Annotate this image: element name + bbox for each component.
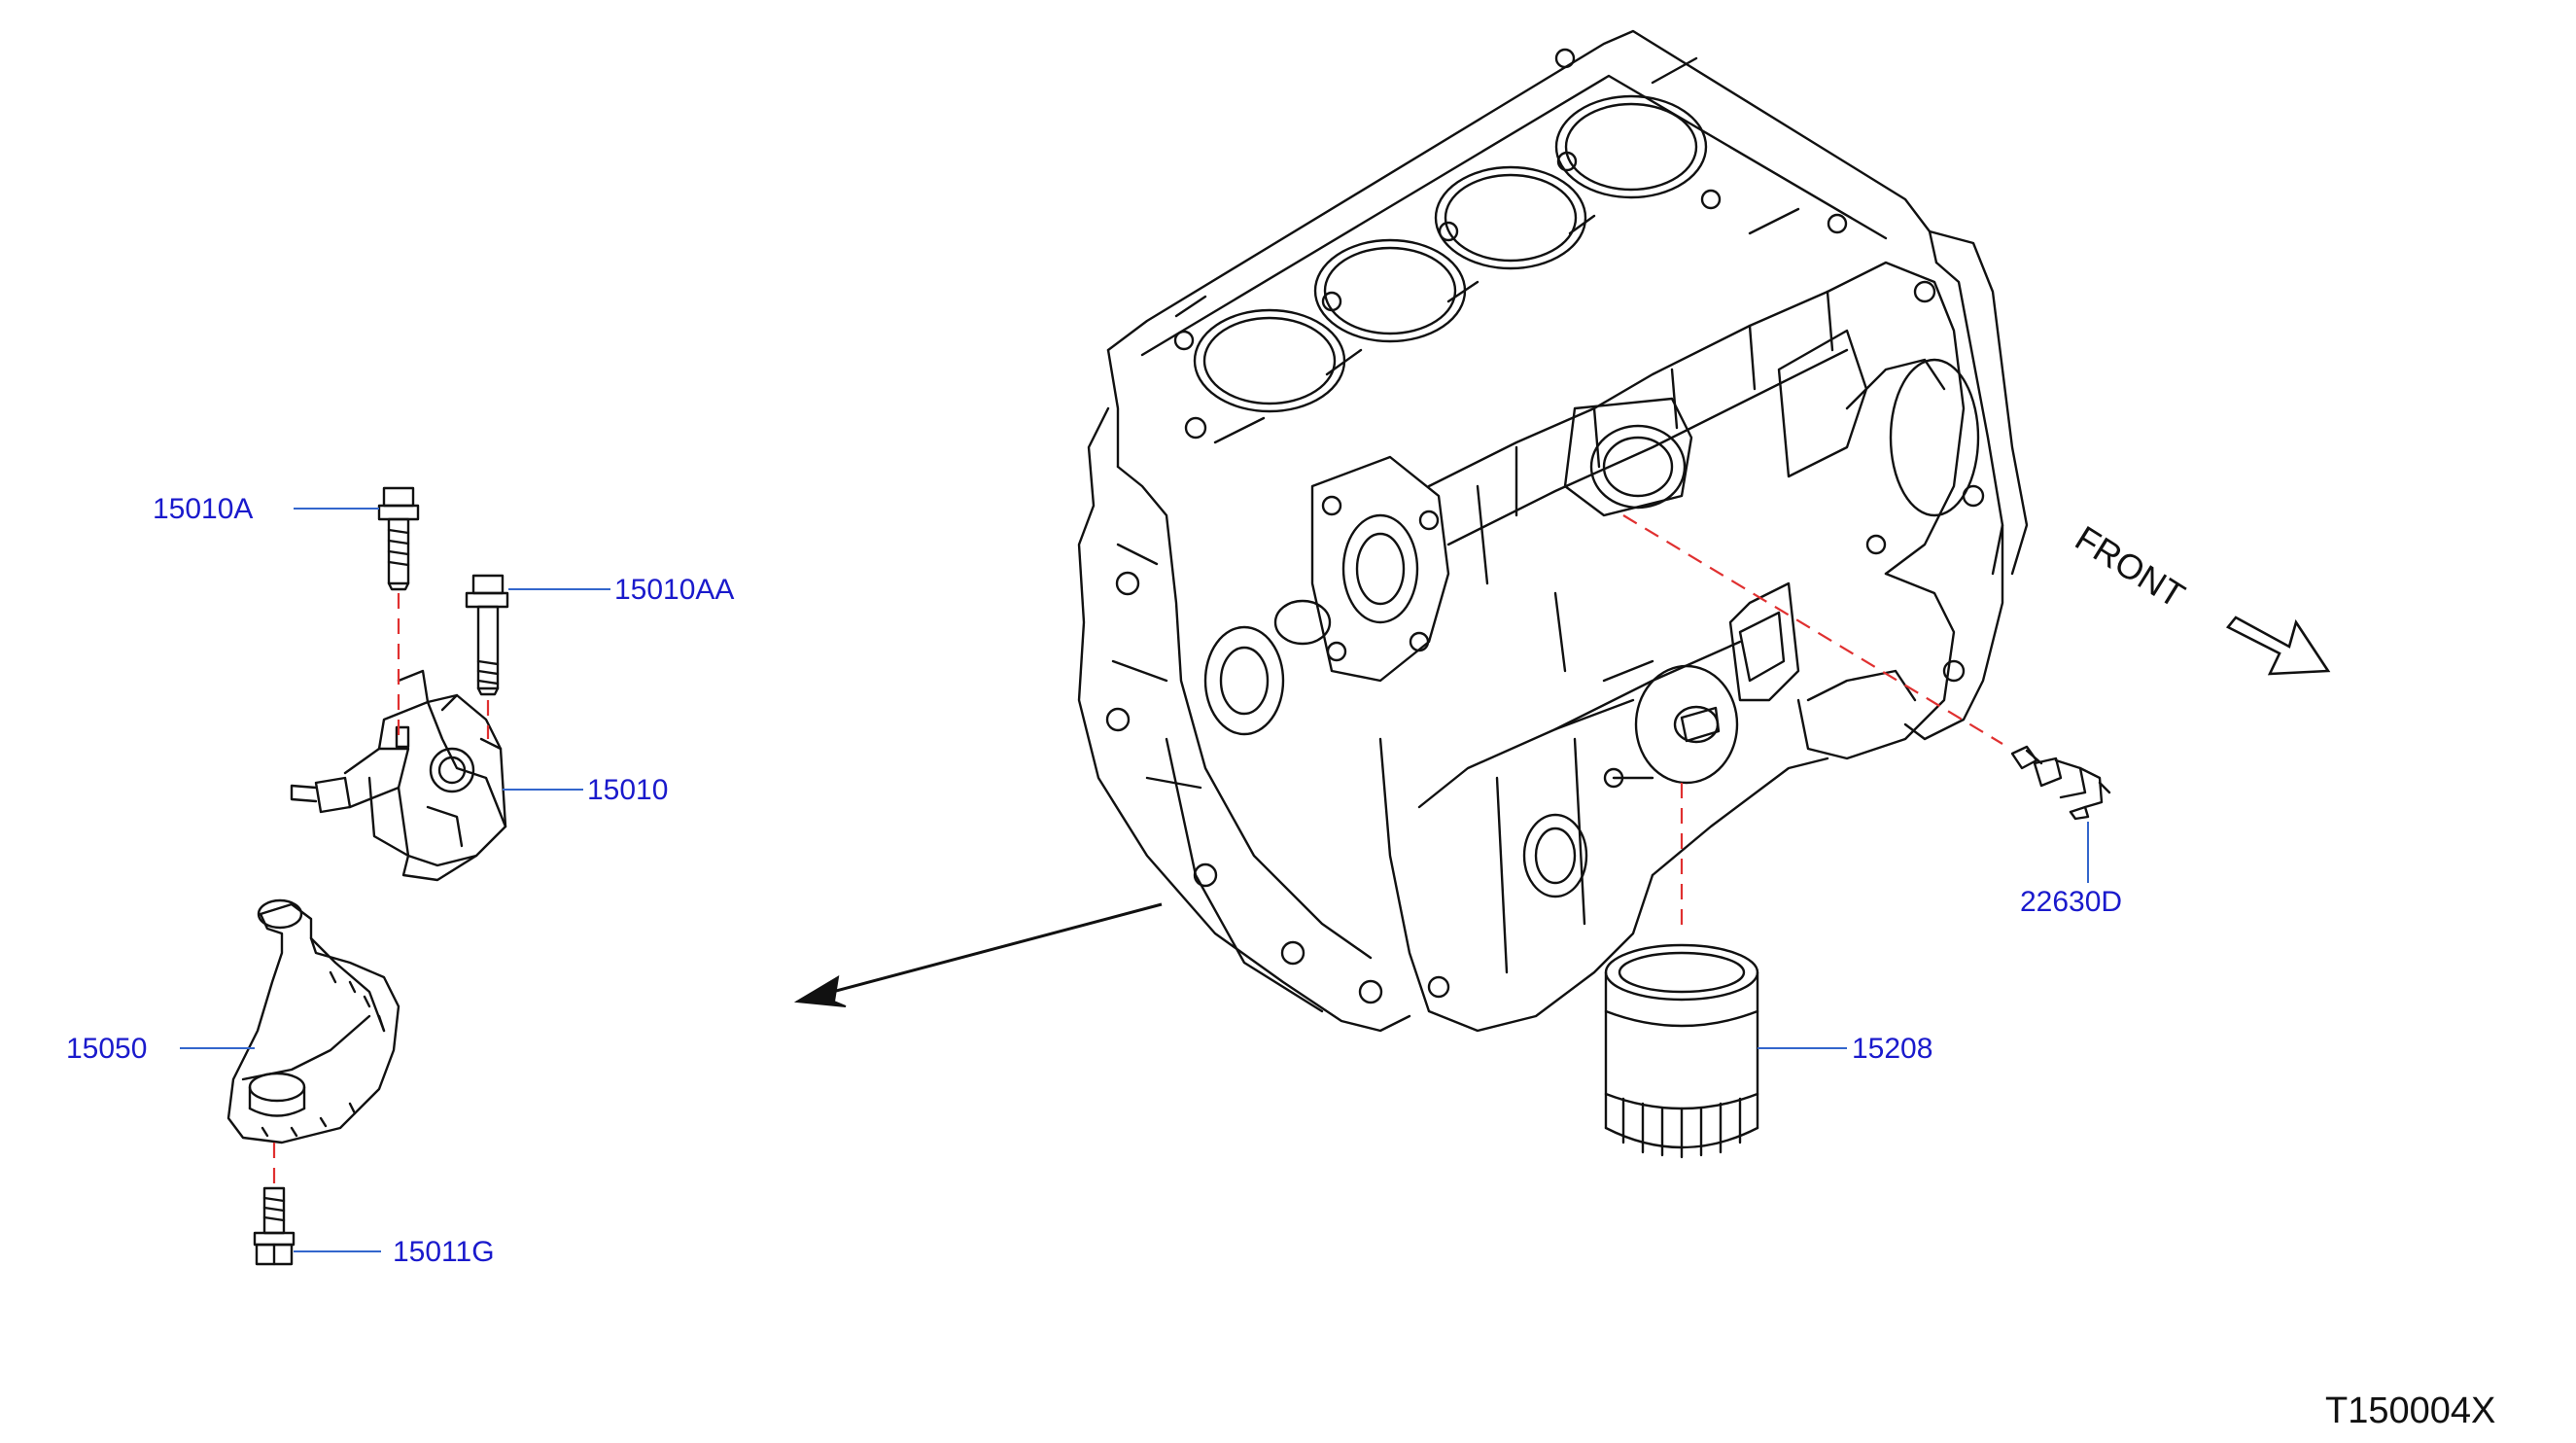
- oil-pump: [290, 669, 507, 882]
- cylinder-bore-2: [1313, 238, 1467, 343]
- label-15011G: 15011G: [393, 1236, 495, 1268]
- label-15208: 15208: [1852, 1033, 1933, 1065]
- temperature-sensor: [2010, 745, 2111, 821]
- bolt-15011G: [253, 1186, 296, 1266]
- label-15010A: 15010A: [153, 493, 254, 525]
- oil-strainer: [226, 898, 400, 1144]
- bolt-15010A: [377, 486, 420, 591]
- oil-filter: [1604, 943, 1759, 1159]
- cylinder-block: [1077, 29, 2029, 1033]
- label-22630D: 22630D: [2020, 886, 2123, 918]
- cylinder-bore-1: [1193, 308, 1346, 413]
- oil-filter-mount: [1634, 664, 1739, 785]
- drawing-code: T150004X: [2325, 1390, 2496, 1431]
- alignment-lines: [272, 514, 2003, 1186]
- label-15010: 15010: [587, 774, 669, 806]
- leader-lines: [180, 508, 2089, 1252]
- front-arrow: [2225, 616, 2331, 676]
- cylinder-bore-3: [1434, 165, 1587, 270]
- label-15010AA: 15010AA: [614, 574, 735, 606]
- bolt-15010AA: [465, 574, 509, 696]
- cylinder-bore-4: [1554, 94, 1708, 199]
- label-15050: 15050: [66, 1033, 148, 1065]
- bearing-boss: [1522, 813, 1588, 898]
- orientation-arrow: [793, 902, 1163, 1007]
